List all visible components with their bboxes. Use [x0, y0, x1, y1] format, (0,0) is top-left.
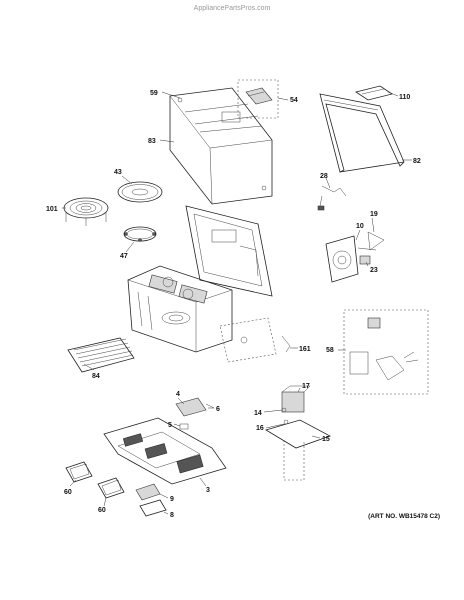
mounting-frame-part[interactable] [319, 93, 405, 173]
callout-60b: 60 [98, 507, 106, 514]
filter-part-b[interactable] [97, 477, 125, 499]
cover-part[interactable] [135, 483, 167, 517]
callout-16: 16 [256, 425, 264, 432]
callout-15: 15 [322, 436, 330, 443]
callout-17: 17 [302, 383, 310, 390]
callout-9: 9 [170, 496, 174, 503]
callout-161: 161 [299, 346, 311, 353]
bottom-plate-part[interactable] [103, 417, 227, 485]
vent-grille-part[interactable] [237, 79, 279, 119]
callout-10: 10 [356, 223, 364, 230]
filter-part-a[interactable] [65, 461, 93, 483]
callout-5: 5 [168, 422, 172, 429]
thermal-fuse-part[interactable] [317, 185, 347, 211]
latch-part[interactable] [175, 397, 215, 430]
art-number: (ART NO. WB15478 C2) [368, 513, 440, 520]
callout-60a: 60 [64, 489, 72, 496]
switch-bracket-part[interactable] [219, 317, 291, 363]
callout-58: 58 [326, 347, 334, 354]
turntable-tray-part[interactable] [117, 181, 163, 203]
callout-23: 23 [370, 267, 378, 274]
callout-4: 4 [176, 391, 180, 398]
callout-43: 43 [114, 169, 122, 176]
leader-lines [62, 91, 412, 515]
outer-case-part[interactable] [169, 87, 273, 205]
callout-54: 54 [290, 97, 298, 104]
callout-19: 19 [370, 211, 378, 218]
callout-82: 82 [413, 158, 421, 165]
callout-47: 47 [120, 253, 128, 260]
callout-6: 6 [216, 406, 220, 413]
top-mount-part[interactable] [355, 85, 393, 101]
callout-110: 110 [399, 94, 410, 101]
fan-motor-part[interactable] [325, 231, 385, 283]
magnetron-part[interactable] [265, 385, 331, 481]
control-board-part[interactable] [343, 309, 429, 395]
callout-3: 3 [206, 487, 210, 494]
site-watermark: AppliancePartsPros.com [194, 5, 271, 12]
roller-ring-part[interactable] [123, 226, 157, 242]
main-chassis-part[interactable] [127, 265, 233, 353]
callout-14: 14 [254, 410, 262, 417]
callout-101: 101 [46, 206, 58, 213]
oven-rack-part[interactable] [67, 337, 135, 373]
callout-8: 8 [170, 512, 174, 519]
coil-rack-part[interactable] [63, 197, 109, 226]
callout-83: 83 [148, 138, 156, 145]
callout-labels: 59 54 110 83 82 43 28 101 19 10 47 23 58… [46, 90, 421, 519]
callout-84: 84 [92, 373, 100, 380]
callout-28: 28 [320, 173, 328, 180]
callout-59: 59 [150, 90, 158, 97]
inner-panel-part[interactable] [185, 205, 273, 297]
